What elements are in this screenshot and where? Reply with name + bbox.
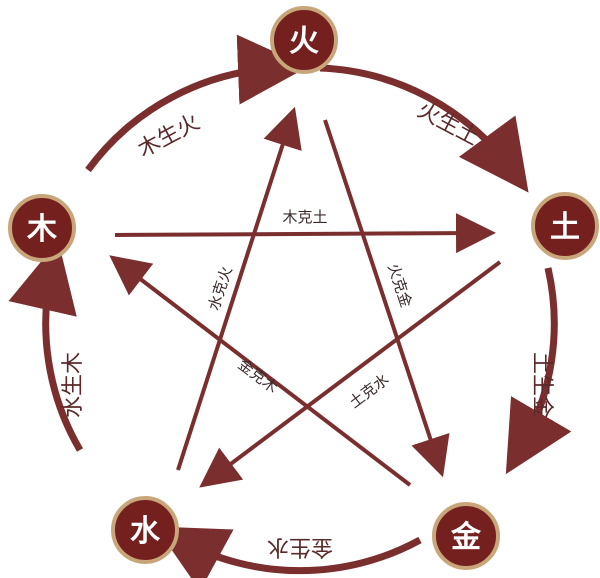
label-metal-generates-water: 金生水 [267,534,333,559]
controlling-cycle [109,106,502,488]
generating-cycle [8,34,572,578]
label-earth-controls-water: 土克水 [346,370,393,411]
label-wood-controls-earth: 木克土 [282,208,327,226]
arrow-metal-to-wood [109,255,412,487]
arrow-wood-to-earth [114,213,496,254]
arrow-water-to-fire [176,106,302,471]
node-water: 水 [111,496,179,564]
node-fire: 火 [270,6,338,74]
node-wood-label: 木 [26,212,57,247]
arrow-fire-to-metal [323,119,450,478]
arc-metal-to-water [155,526,422,578]
label-metal-controls-wood: 金克木 [235,355,282,396]
arc-water-to-wood [8,240,84,452]
label-water-generates-wood: 水生木 [61,352,86,418]
node-wood: 木 [8,194,76,262]
node-earth: 土 [531,192,599,260]
node-fire-label: 火 [289,24,319,59]
node-earth-label: 土 [550,210,580,245]
node-metal: 金 [432,502,500,570]
node-water-label: 水 [130,514,161,549]
arc-fire-to-earth [319,64,529,193]
label-earth-generates-metal: 土生金 [529,352,554,418]
arc-wood-to-fire [85,34,308,173]
node-metal-label: 金 [450,520,482,555]
arc-earth-to-metal [505,267,572,475]
label-fire-controls-metal: 火克金 [384,261,415,309]
arrow-earth-to-water [199,260,502,488]
